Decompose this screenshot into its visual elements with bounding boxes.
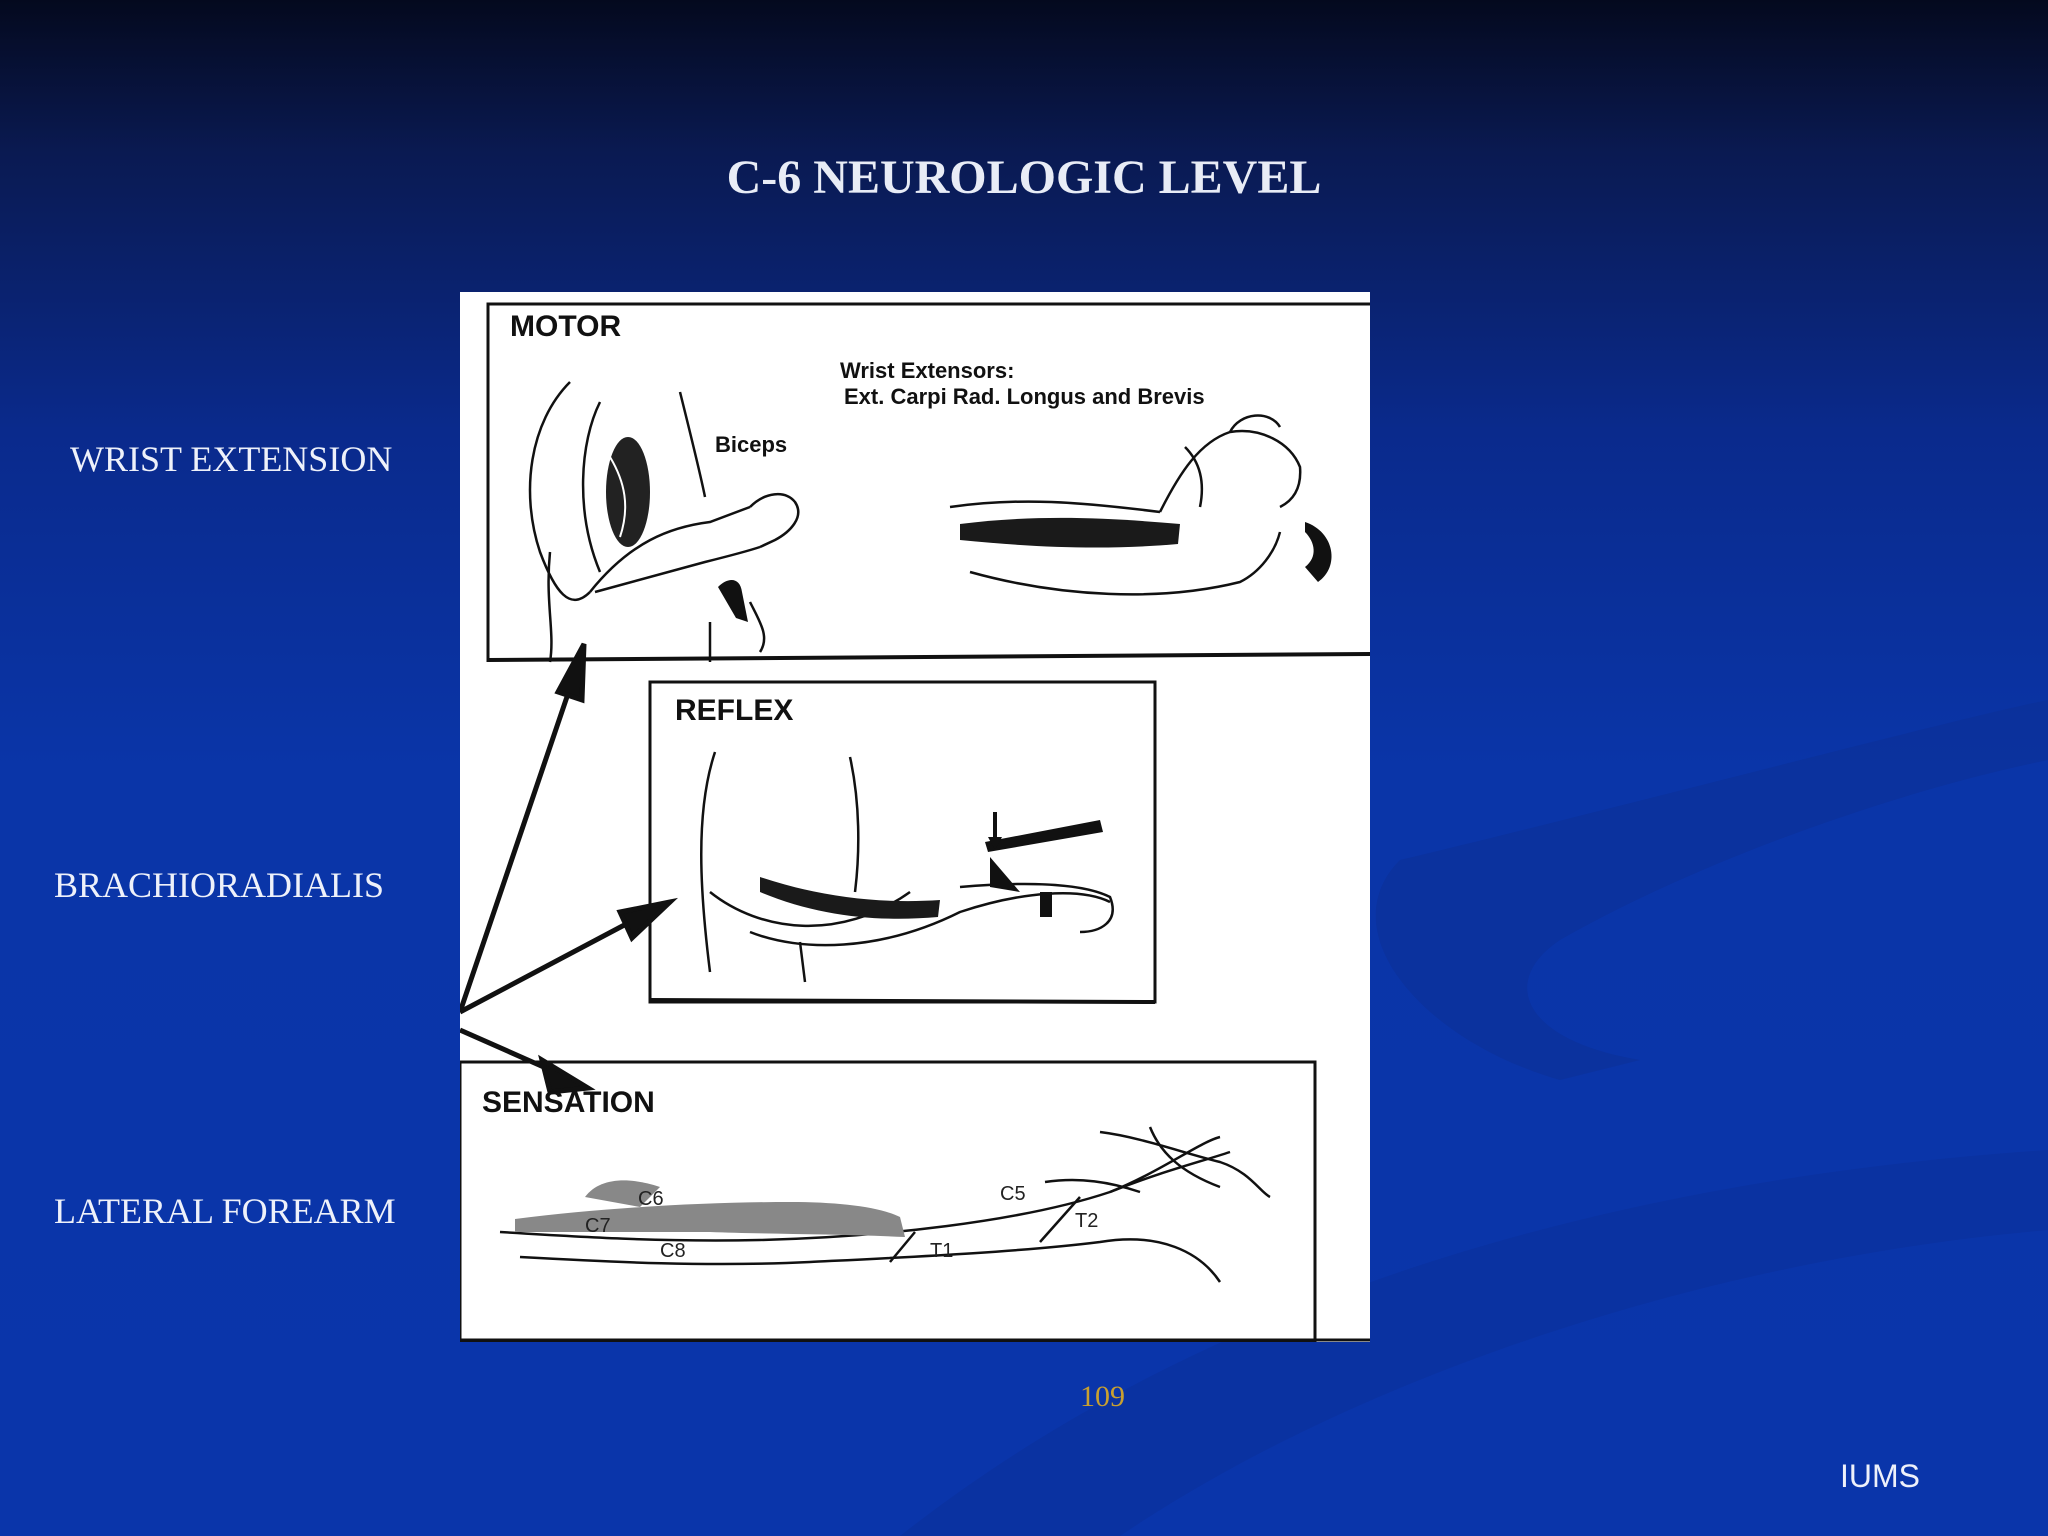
label-brachioradialis: BRACHIORADIALIS: [54, 865, 385, 905]
diagram-background: [460, 292, 1370, 1342]
pointer-arrows: [460, 642, 679, 1095]
extensor-muscle-shade: [960, 517, 1180, 548]
label-wrist-extension: WRIST EXTENSION: [70, 439, 393, 479]
reflex-heading: REFLEX: [675, 694, 793, 727]
c6-dermatome-shade: [515, 1202, 905, 1237]
ext-carpi-label: Ext. Carpi Rad. Longus and Brevis: [844, 384, 1205, 409]
sensation-heading: SENSATION: [482, 1086, 655, 1119]
wrist-extensors-drawing: [949, 414, 1302, 596]
dermatome-c8: C8: [660, 1240, 686, 1262]
page-number: 109: [1080, 1380, 1125, 1413]
slide-title: C-6 NEUROLOGIC LEVEL: [726, 151, 1322, 204]
brachioradialis-shade: [760, 877, 940, 919]
motor-panel: MOTOR Wrist Extensors: Ext. Carpi Rad. L…: [486, 302, 1370, 663]
biceps-muscle-shade: [606, 437, 650, 547]
dermatome-t2: T2: [1075, 1210, 1098, 1232]
motor-heading: MOTOR: [510, 310, 621, 343]
label-lateral-forearm: LATERAL FOREARM: [54, 1191, 396, 1231]
dermatome-c5: C5: [1000, 1183, 1026, 1205]
dermatome-c6: C6: [638, 1188, 664, 1210]
reflex-panel: REFLEX: [648, 680, 1157, 1004]
extension-arrow: [1305, 522, 1332, 582]
wrist-extensors-label: Wrist Extensors:: [840, 358, 1014, 383]
sensation-panel: SENSATION C6 C7 C8 C5 T1 T2: [460, 1060, 1370, 1342]
footer-label: IUMS: [1840, 1458, 1920, 1494]
biceps-label: Biceps: [715, 432, 787, 457]
reflex-hammer: [985, 820, 1103, 852]
tap-arrow: [990, 857, 1020, 892]
flexion-arrow: [718, 580, 748, 622]
biceps-arm-drawing: [528, 381, 800, 663]
dermatome-t1: T1: [930, 1240, 953, 1262]
neurologic-diagram: MOTOR Wrist Extensors: Ext. Carpi Rad. L…: [460, 292, 1370, 1342]
dermatome-c7: C7: [585, 1215, 611, 1237]
